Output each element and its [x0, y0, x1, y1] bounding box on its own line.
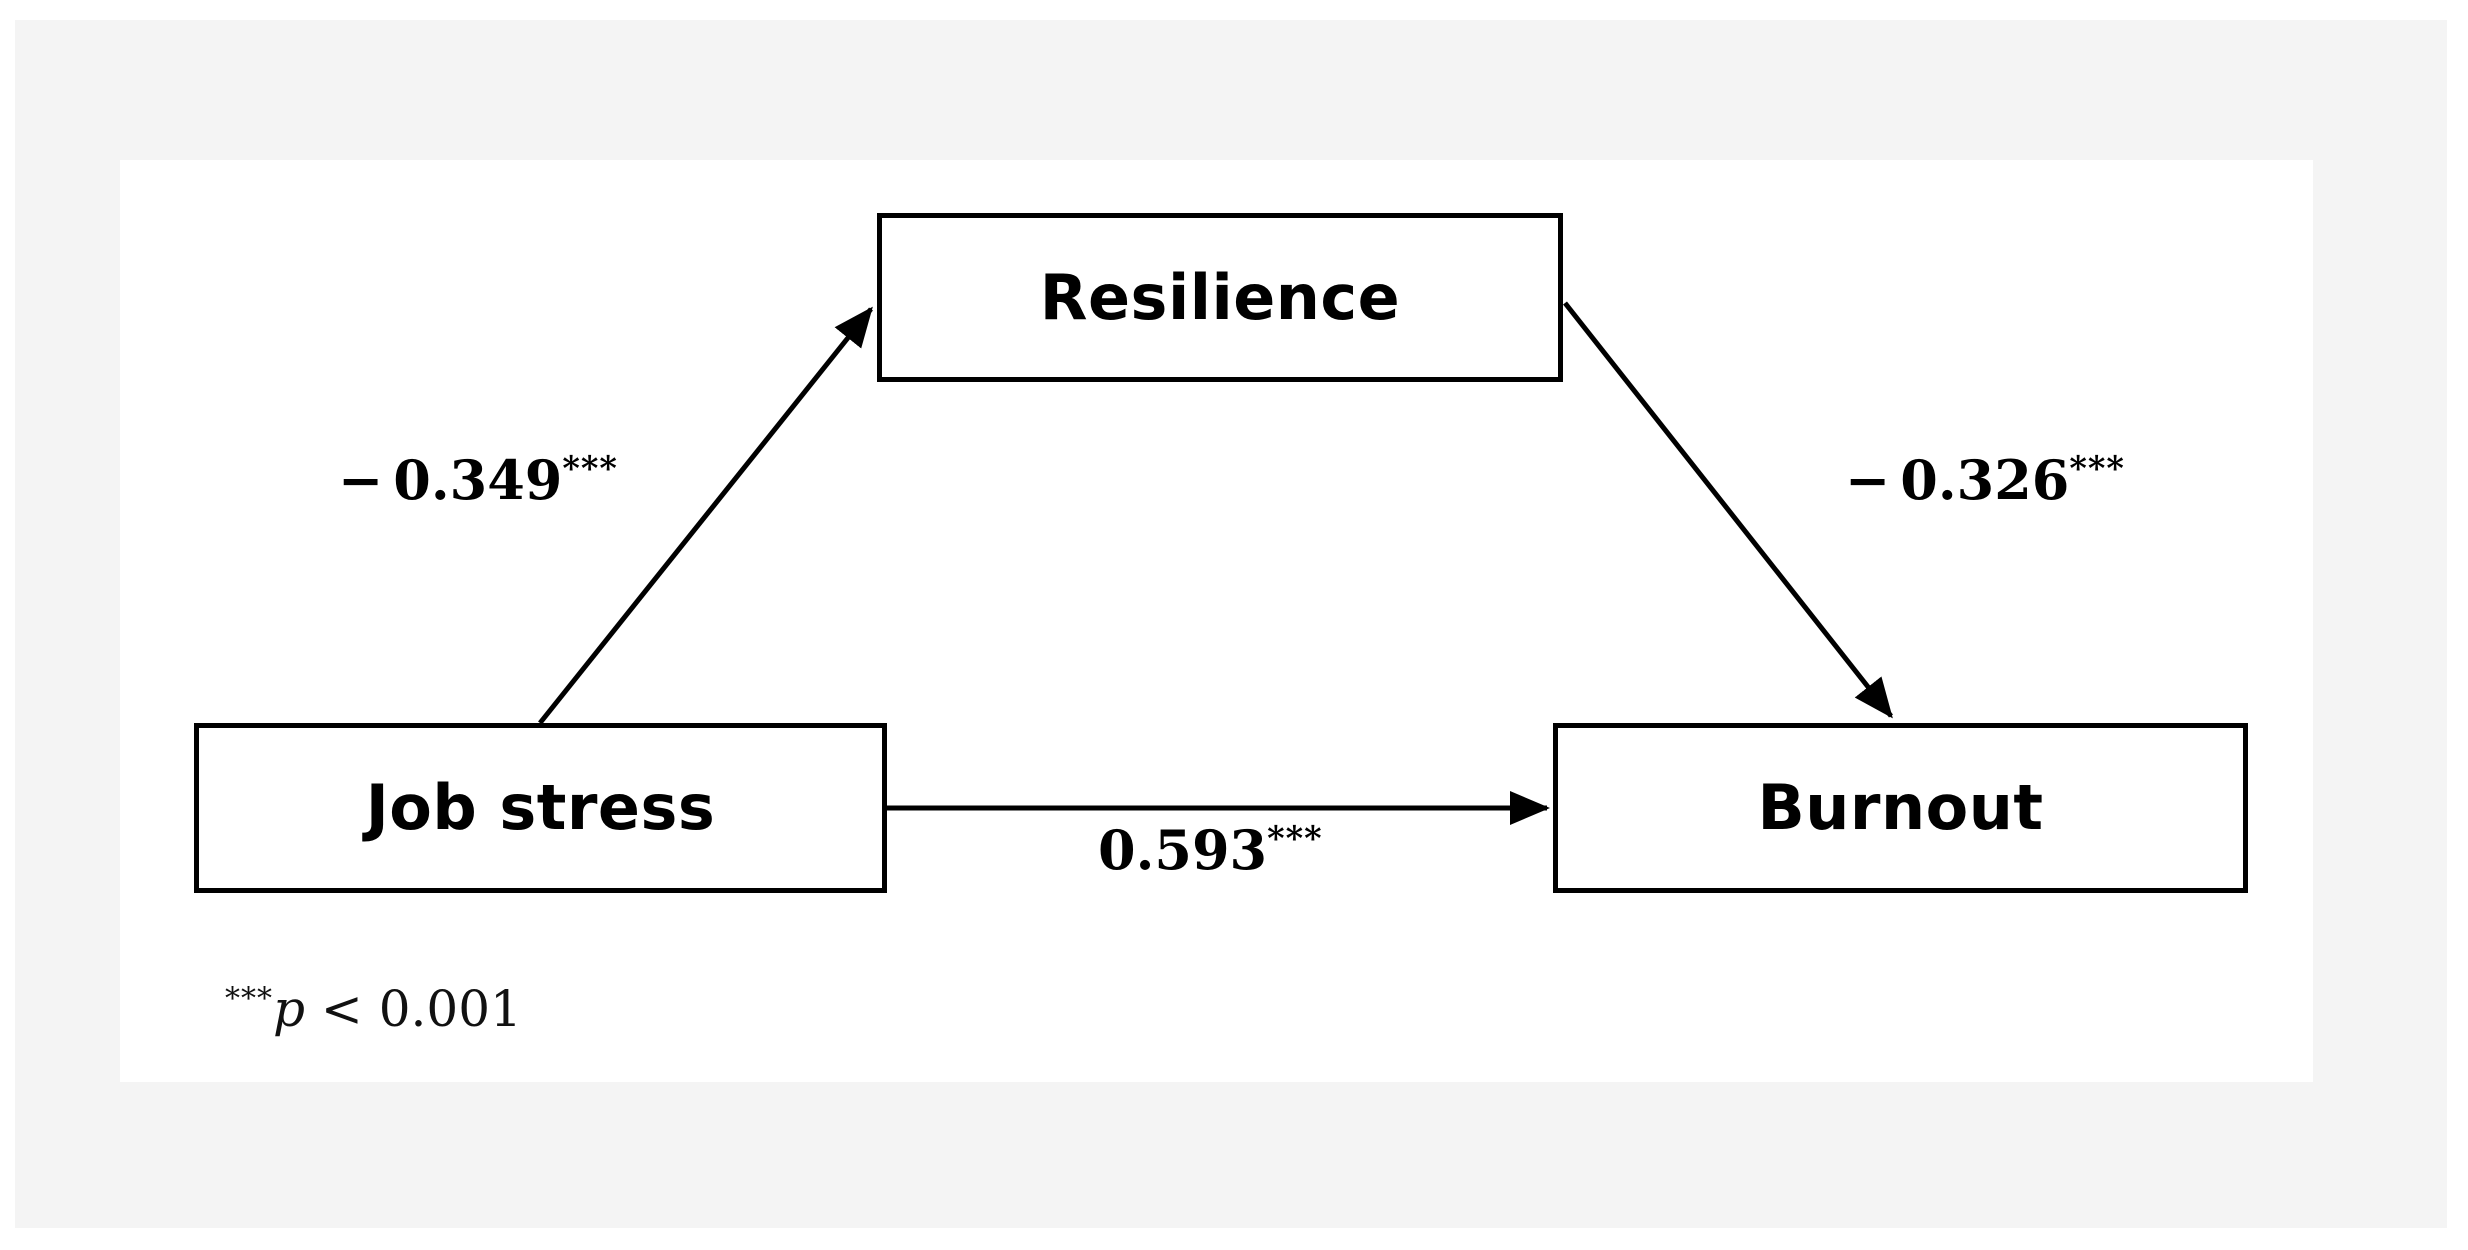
node-label-burnout: Burnout	[1757, 771, 2044, 844]
path-sign-b: −	[1845, 448, 1891, 512]
node-label-job-stress: Job stress	[365, 771, 716, 844]
footnote-stars: ***	[225, 981, 273, 1017]
path-value-c: 0.593	[1098, 818, 1268, 882]
path-significance-stars-c: ***	[1267, 819, 1323, 858]
footnote-comparison: < 0.001	[305, 980, 522, 1038]
arrow-jobstress-to-resilience	[538, 306, 873, 725]
path-coefficient-job-stress-to-resilience: −0.349***	[338, 452, 618, 507]
significance-footnote: ***p < 0.001	[225, 984, 522, 1034]
path-value-a: 0.349	[393, 448, 563, 512]
path-value-b: 0.326	[1900, 448, 2070, 512]
node-box-job-stress: Job stress	[194, 723, 887, 893]
footnote-p-symbol: p	[273, 980, 306, 1038]
node-box-resilience: Resilience	[877, 213, 1563, 382]
node-label-resilience: Resilience	[1039, 260, 1401, 334]
path-sign-a: −	[338, 448, 384, 512]
path-coefficient-job-stress-to-burnout: 0.593***	[1098, 822, 1323, 877]
path-significance-stars-a: ***	[562, 449, 618, 488]
path-coefficient-resilience-to-burnout: −0.326***	[1845, 452, 2125, 507]
arrow-resilience-to-burnout	[1563, 301, 1893, 719]
node-box-burnout: Burnout	[1553, 723, 2248, 893]
path-significance-stars-b: ***	[2069, 449, 2125, 488]
